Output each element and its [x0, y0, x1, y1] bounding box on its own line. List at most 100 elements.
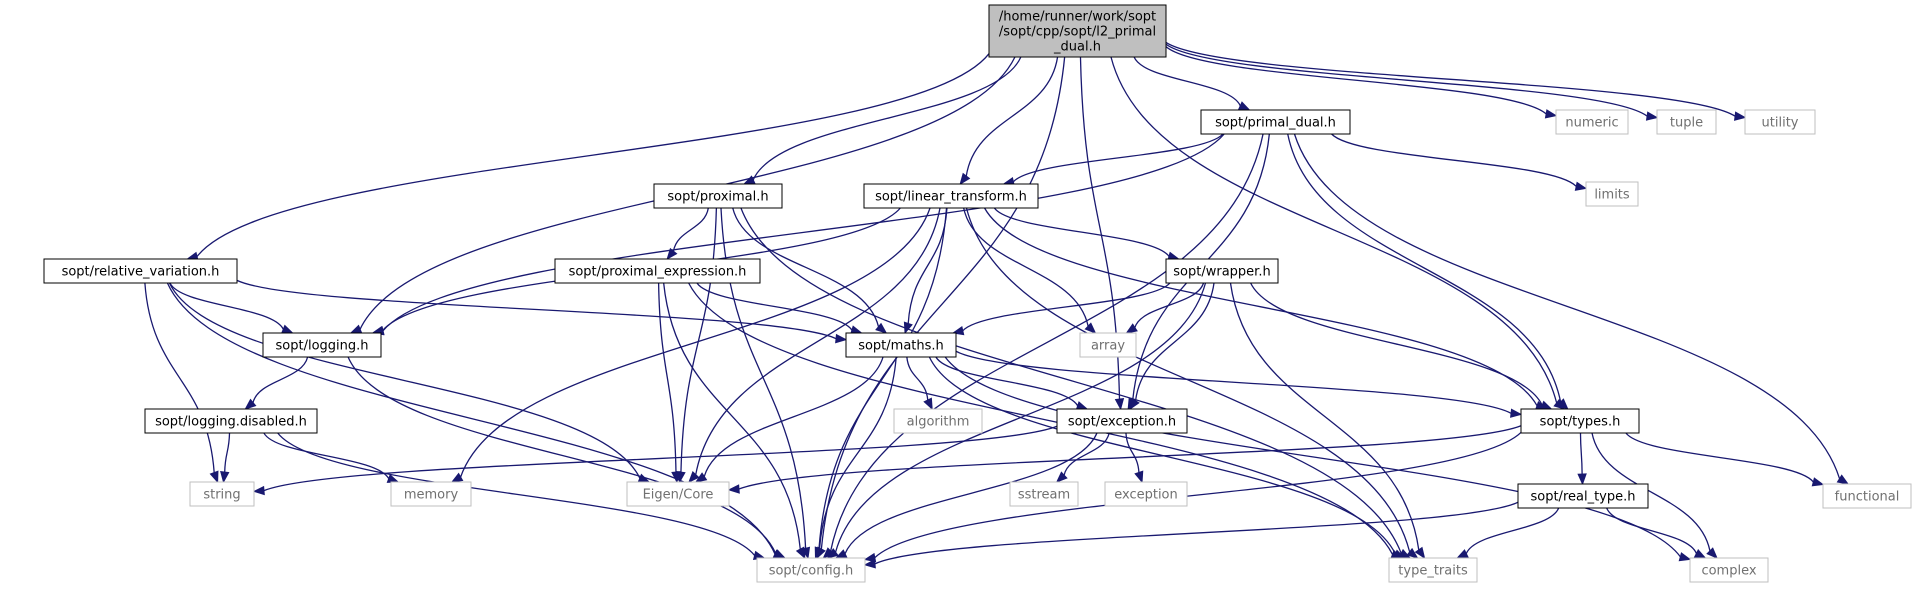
node-sstream: sstream [1009, 481, 1079, 507]
node-primal-dual[interactable]: sopt/primal_dual.h [1200, 109, 1351, 135]
node-box [1388, 557, 1478, 583]
edge-wrapper-to-exception [1129, 282, 1215, 411]
node-box [144, 408, 318, 434]
edge-line [263, 425, 1058, 492]
node-exception[interactable]: sopt/exception.h [1056, 408, 1188, 434]
edge-line [1250, 282, 1543, 406]
edge-line [696, 282, 853, 331]
edge-primal_dual-to-limits [1331, 133, 1588, 191]
edge-types-to-eigen_core [727, 425, 1522, 494]
edge-line [874, 431, 1522, 559]
edge-line [1625, 432, 1814, 483]
node-box [1822, 483, 1912, 509]
edge-primal_dual-to-linear_transform [1002, 133, 1224, 187]
edge-line [818, 207, 948, 549]
edge-line [168, 282, 641, 479]
edge-line [906, 356, 929, 401]
node-logging[interactable]: sopt/logging.h [262, 332, 382, 358]
node-string: string [189, 481, 255, 507]
node-label: limits [1594, 188, 1630, 203]
edge-line [830, 133, 1264, 552]
edge-line [1331, 133, 1577, 187]
edge-line [1110, 56, 1558, 404]
node-label: array [1091, 339, 1125, 354]
edge-arrowhead [1577, 473, 1587, 486]
edge-root-to-primal_dual [1133, 56, 1251, 111]
edge-proximal_expression-to-type_traits [688, 282, 1404, 559]
edge-line [1229, 282, 1420, 550]
node-logging-disabled[interactable]: sopt/logging.disabled.h [144, 408, 318, 434]
edge-root-to-numeric [1165, 46, 1558, 119]
node-box [893, 408, 983, 434]
edge-root-to-linear_transform [959, 56, 1059, 186]
node-label: Eigen/Core [643, 488, 714, 503]
edge-arrowhead [1556, 398, 1569, 410]
edge-line [752, 56, 1022, 181]
node-box [863, 183, 1039, 209]
edge-root-to-utility [1165, 41, 1747, 121]
node-linear-transform[interactable]: sopt/linear_transform.h [863, 183, 1039, 209]
edge-arrowhead [1414, 546, 1426, 560]
edge-arrowhead [923, 397, 933, 411]
edge-arrowhead [1733, 111, 1747, 121]
edge-maths-to-exception [935, 356, 1089, 411]
node-proximal-expression[interactable]: sopt/proximal_expression.h [554, 258, 761, 284]
edge-exception-to-sstream [1055, 432, 1110, 483]
node-wrapper[interactable]: sopt/wrapper.h [1165, 258, 1279, 284]
edge-line [1133, 56, 1241, 107]
edge-line [818, 356, 897, 549]
node-eigen-core: Eigen/Core [626, 481, 730, 507]
edge-arrowhead [252, 485, 265, 496]
nodes-layer: /home/runner/work/sopt/sopt/cpp/sopt/l2_… [43, 4, 1912, 583]
node-label: string [203, 488, 240, 503]
edge-exception-to-exception_std [1125, 432, 1144, 484]
node-real-type[interactable]: sopt/real_type.h [1517, 483, 1649, 509]
node-label: sopt/primal_dual.h [1215, 116, 1336, 131]
node-maths[interactable]: sopt/maths.h [845, 332, 957, 358]
edge-arrowhead [694, 472, 708, 483]
edge-line [663, 282, 801, 550]
node-label: sopt/maths.h [858, 339, 944, 354]
node-label: sopt/relative_variation.h [62, 265, 220, 280]
edge-linear_transform-to-types [983, 207, 1548, 410]
edge-arrowhead [1645, 111, 1659, 121]
edge-maths-to-eigen_core [694, 356, 884, 483]
edge-types-to-real_type [1577, 432, 1587, 486]
edge-line [740, 207, 1402, 554]
edge-relative_variation-to-logging [169, 282, 294, 334]
node-types[interactable]: sopt/types.h [1520, 408, 1640, 434]
edge-arrowhead [1125, 323, 1138, 334]
node-label: numeric [1565, 116, 1618, 131]
edge-arrowhead [1510, 408, 1523, 418]
node-root[interactable]: /home/runner/work/sopt/sopt/cpp/sopt/l2_… [988, 4, 1167, 58]
edge-arrowhead [450, 472, 464, 483]
edge-line [224, 432, 231, 473]
edge-arrowhead [1237, 101, 1251, 111]
node-box [262, 332, 382, 358]
edge-arrowhead [1574, 181, 1588, 191]
edge-primal_dual-to-types [1287, 133, 1569, 410]
edges-layer [144, 41, 1850, 569]
node-box [845, 332, 957, 358]
edge-line [688, 282, 1394, 555]
node-relative-variation[interactable]: sopt/relative_variation.h [43, 258, 238, 284]
node-box [1104, 481, 1188, 507]
edge-line [963, 207, 1089, 327]
edge-line [738, 425, 1522, 490]
edge-linear_transform-to-array [963, 207, 1097, 334]
edge-arrowhead [903, 321, 913, 335]
node-numeric: numeric [1555, 109, 1629, 135]
edge-line [993, 207, 1170, 257]
node-memory: memory [390, 481, 472, 507]
node-box [1517, 483, 1649, 509]
edge-arrowhead [671, 471, 681, 484]
edge-root-to-proximal [742, 56, 1022, 185]
edge-relative_variation-to-string [144, 282, 219, 484]
edge-line [1165, 43, 1648, 117]
edge-arrowhead [688, 471, 700, 483]
edge-arrowhead [795, 546, 806, 560]
node-proximal[interactable]: sopt/proximal.h [653, 183, 783, 209]
edge-arrowhead [1811, 477, 1825, 487]
edge-line [1012, 133, 1224, 183]
node-label: type_traits [1398, 564, 1468, 579]
